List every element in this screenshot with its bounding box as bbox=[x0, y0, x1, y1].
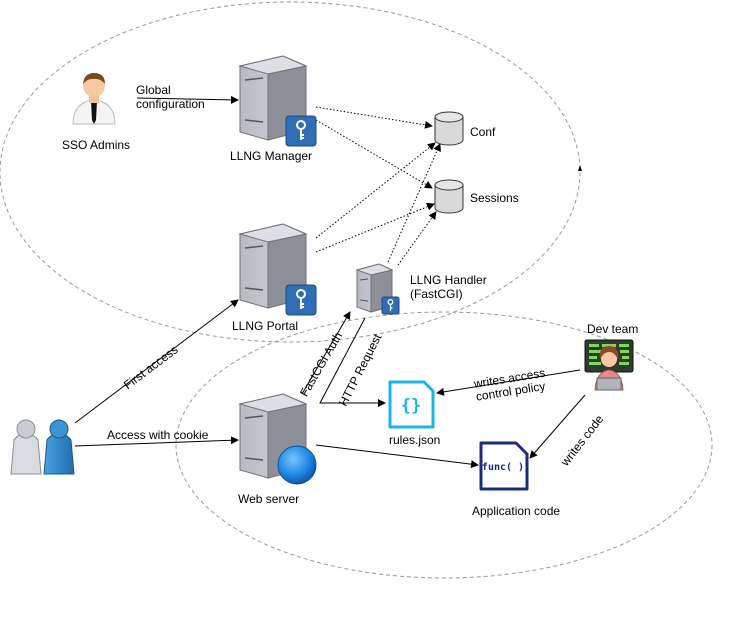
globe-icon bbox=[277, 445, 317, 485]
node-label-dev-team: Dev team bbox=[587, 322, 639, 336]
edge-portal-sessions bbox=[315, 202, 435, 253]
node-label-web-server: Web server bbox=[238, 492, 300, 506]
edge-manager-sessions bbox=[315, 119, 433, 189]
edge-handler-conf bbox=[387, 143, 441, 263]
edge-portal-conf bbox=[315, 142, 436, 239]
users-icon bbox=[10, 419, 75, 475]
admin-user-icon bbox=[72, 73, 116, 125]
edge-label-access-with-cookie: Access with cookie bbox=[107, 428, 209, 442]
rules-icon-text: {} bbox=[401, 396, 421, 416]
edge-webserver-appcode bbox=[315, 444, 479, 469]
func-icon-text: func( ) bbox=[482, 462, 524, 473]
app-zone bbox=[175, 311, 713, 579]
node-label-sso-admins: SSO Admins bbox=[62, 138, 131, 152]
code-file-icon: func( ) bbox=[479, 441, 529, 491]
node-label-llng-manager: LLNG Manager bbox=[230, 149, 313, 163]
edge-handler-rules bbox=[319, 317, 386, 407]
node-label-rules-json: rules.json bbox=[389, 433, 441, 447]
node-label-conf: Conf bbox=[470, 125, 496, 139]
json-file-icon: {} bbox=[388, 380, 435, 429]
database-icon bbox=[434, 111, 464, 146]
key-icon bbox=[381, 296, 400, 315]
edge-webserver-handler bbox=[301, 311, 351, 395]
edge-label-global-configuration: Global configuration bbox=[136, 83, 205, 111]
edge-devteam-appcode bbox=[529, 394, 586, 459]
node-label-llng-handler: LLNG Handler (FastCGI) bbox=[410, 273, 487, 301]
node-label-sessions: Sessions bbox=[470, 191, 519, 205]
edge-admins-manager bbox=[136, 95, 239, 104]
database-icon bbox=[434, 179, 464, 214]
node-label-llng-portal: LLNG Portal bbox=[232, 319, 299, 333]
developer-icon bbox=[584, 339, 634, 391]
edge-devteam-rules bbox=[436, 369, 581, 396]
key-icon bbox=[285, 284, 317, 316]
key-icon bbox=[285, 115, 317, 147]
node-label-application-code: Application code bbox=[472, 504, 561, 518]
edge-manager-conf bbox=[315, 106, 433, 129]
sso-zone bbox=[0, 1, 581, 343]
edge-users-portal bbox=[74, 299, 239, 424]
edge-handler-sessions bbox=[397, 211, 437, 266]
edge-users-webserver bbox=[74, 436, 239, 447]
